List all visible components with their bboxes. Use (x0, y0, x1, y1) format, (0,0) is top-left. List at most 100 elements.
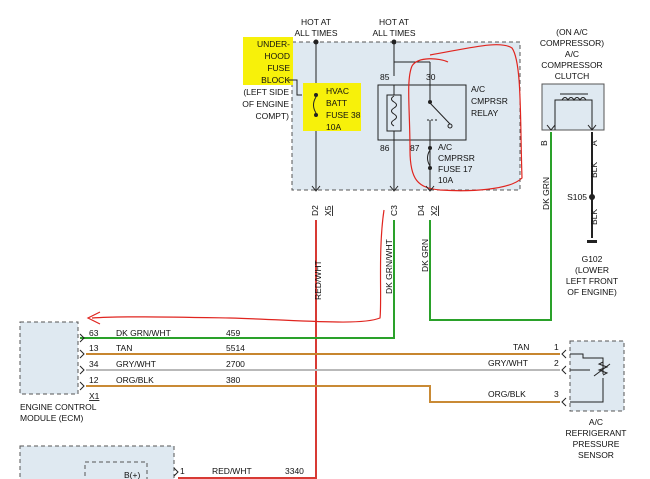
uhfb-label-line4: BLOCK (261, 75, 290, 85)
ecm-label-line1: ENGINE CONTROL (20, 402, 97, 412)
uhfb-location-line3: COMPT) (255, 111, 289, 121)
ecm-pin-13-arrow (79, 349, 85, 359)
ecm-wire-color-63: DK GRN/WHT (116, 328, 171, 338)
ecm-wire-color-12: ORG/BLK (116, 375, 154, 385)
sensor-pin-1-arrow (561, 349, 567, 359)
relay-body (377, 84, 467, 141)
relay-label-line3: RELAY (471, 108, 499, 118)
relay-coil-icon (391, 95, 397, 127)
ecm-circuit-63: 459 (226, 328, 240, 338)
wire-blk-upper-label: BLK (589, 162, 599, 178)
clutch-pin-b: B (539, 140, 549, 146)
wire-dk-grn-wht-label: DK GRN/WHT (384, 239, 394, 294)
uhfb-label-line3: FUSE (267, 63, 290, 73)
ecm-circuit-12: 380 (226, 375, 240, 385)
connector-x2-label: X2 (429, 205, 439, 216)
connector-c3-label: C3 (389, 205, 399, 216)
fuse17-top (428, 146, 432, 150)
clutch-coil-icon (561, 97, 587, 101)
annotation-arrow-line (91, 209, 385, 323)
bottom-circuit: 3340 (285, 466, 304, 476)
sensor-pin-2-arrow (561, 365, 567, 375)
fuse38-fuse-bottom (314, 113, 318, 117)
hot-at-all-times-1-line2: ALL TIMES (295, 28, 338, 38)
relay-label-line2: CMPRSR (471, 96, 508, 106)
ground-label-line2: (LOWER (575, 265, 609, 275)
relay-label-line1: A/C (471, 84, 485, 94)
fuse38-label-line2: BATT (326, 98, 347, 108)
ecm-pin-12: 12 (89, 375, 99, 385)
bottom-module-inner-box (84, 461, 148, 479)
uhfb-pointer-line (288, 79, 302, 96)
relay-switch-arm (429, 102, 451, 125)
connector-d4-arrow (425, 185, 435, 192)
fuse38-label-highlight (303, 83, 361, 131)
relay-feed-node (391, 39, 397, 45)
clutch-label-line4: COMPRESSOR (541, 60, 602, 70)
sensor-internal-line-1 (570, 353, 604, 374)
connector-d4-label: D4 (416, 205, 426, 216)
clutch-pin-a: A (589, 140, 599, 146)
sensor-pin-3: 3 (554, 389, 559, 399)
relay-switch-contact (447, 123, 453, 129)
sensor-variable-arrow (593, 363, 611, 377)
ecm-pin-13: 13 (89, 343, 99, 353)
ecm-wire-color-34: GRY/WHT (116, 359, 156, 369)
sensor-internal-line-3 (570, 378, 604, 403)
fuse17-label-line4: 10A (438, 175, 453, 185)
ecm-pin-34-arrow (79, 365, 85, 375)
annotation-circle-relay (408, 44, 523, 192)
bottom-wire-color: RED/WHT (212, 466, 252, 476)
wire-dk-grn-mid-label: DK GRN (420, 239, 430, 272)
pressure-sensor-box (569, 340, 625, 412)
wire-org-blk (86, 385, 560, 403)
sensor-label-line4: SENSOR (578, 450, 614, 460)
fuse38-label-line4: 10A (326, 122, 341, 132)
clutch-label-line3: A/C (565, 49, 579, 59)
sensor-pin-1: 1 (554, 342, 559, 352)
ecm-pin-34: 34 (89, 359, 99, 369)
uhfb-label-line2: HOOD (265, 51, 291, 61)
connector-d2-arrow (311, 185, 321, 192)
fuse38-label-line1: HVAC (326, 86, 349, 96)
clutch-pin-a-arrow (587, 124, 597, 131)
ecm-box (19, 321, 79, 395)
clutch-label-line5: CLUTCH (555, 71, 589, 81)
sensor-label-line1: A/C (589, 417, 603, 427)
hot-at-all-times-2-line2: ALL TIMES (373, 28, 416, 38)
ground-g102-icon (587, 240, 597, 243)
uhfb-label-highlight (243, 37, 293, 85)
ground-label-line4: OF ENGINE) (567, 287, 617, 297)
ecm-connector-label: X1 (89, 391, 100, 401)
fuse38-top-node (313, 39, 319, 45)
bottom-module-bplus: B(+) (124, 470, 140, 479)
hot-at-all-times-1-line1: HOT AT (301, 17, 331, 27)
relay-pin-30: 30 (426, 72, 436, 82)
wire-blk-lower-label: BLK (589, 209, 599, 225)
wire-dk-grn-clutch (429, 132, 552, 321)
sensor-label-line2: REFRIGERANT (566, 428, 627, 438)
clutch-pin-b-arrow (546, 124, 556, 131)
fuse38-fuse-symbol (313, 96, 317, 114)
uhfb-location-line2: OF ENGINE (242, 99, 289, 109)
sensor-wire-color-1: TAN (513, 342, 529, 352)
fuse17-bottom (428, 166, 432, 170)
connector-d2-label: D2 (310, 205, 320, 216)
clutch-label-line1: (ON A/C (556, 27, 588, 37)
annotation-arrowhead (86, 311, 101, 325)
fuse38-fuse-top (314, 93, 318, 97)
connector-x5-label: X5 (323, 205, 333, 216)
fuse17-label-line2: CMPRSR (438, 153, 475, 163)
uhfb-label-line1: UNDER- (257, 39, 290, 49)
clutch-label-line2: COMPRESSOR) (540, 38, 604, 48)
ecm-circuit-34: 2700 (226, 359, 245, 369)
relay-pin-85: 85 (380, 72, 390, 82)
sensor-wire-color-2: GRY/WHT (488, 358, 528, 368)
ecm-pin-12-arrow (79, 381, 85, 391)
wire-red-wht-label: RED/WHT (313, 260, 323, 300)
ecm-pin-63-arrow (79, 333, 85, 343)
bottom-pin-1: 1 (180, 466, 185, 476)
ground-label-line3: LEFT FRONT (566, 276, 618, 286)
sensor-label-line3: PRESSURE (573, 439, 620, 449)
